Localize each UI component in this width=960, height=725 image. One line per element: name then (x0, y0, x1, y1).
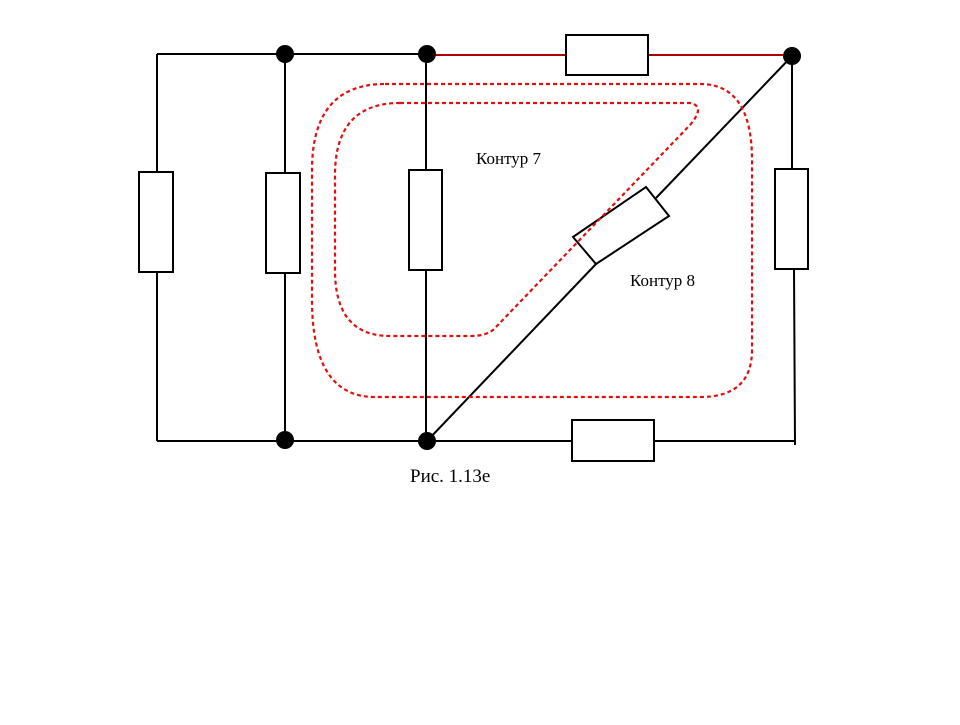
resistor-second (265, 172, 301, 274)
contour-7-path (333, 101, 700, 338)
resistor-left (138, 171, 174, 273)
resistor-top (565, 34, 649, 76)
contour-8-label: Контур 8 (630, 271, 695, 290)
contour-8-path (310, 82, 754, 399)
resistor-right (774, 168, 809, 270)
contour-7-label: Контур 7 (476, 149, 542, 168)
node-bottom-second (276, 431, 294, 449)
node-top-right (783, 47, 801, 65)
node-top-middle (418, 45, 436, 63)
figure-caption: Рис. 1.13е (410, 466, 490, 487)
right-branch-wire-bottom (793, 268, 796, 446)
wires (156, 53, 796, 446)
node-top-second (276, 45, 294, 63)
contours (310, 82, 754, 399)
resistor-diagonal (571, 185, 671, 266)
resistor-bottom (571, 419, 655, 462)
resistors (138, 34, 809, 462)
node-bottom-middle (418, 432, 436, 450)
diagonal-wire-upper (655, 55, 793, 199)
junction-nodes (276, 45, 801, 450)
resistor-middle (408, 169, 443, 271)
diagonal-wire-lower (426, 263, 597, 442)
